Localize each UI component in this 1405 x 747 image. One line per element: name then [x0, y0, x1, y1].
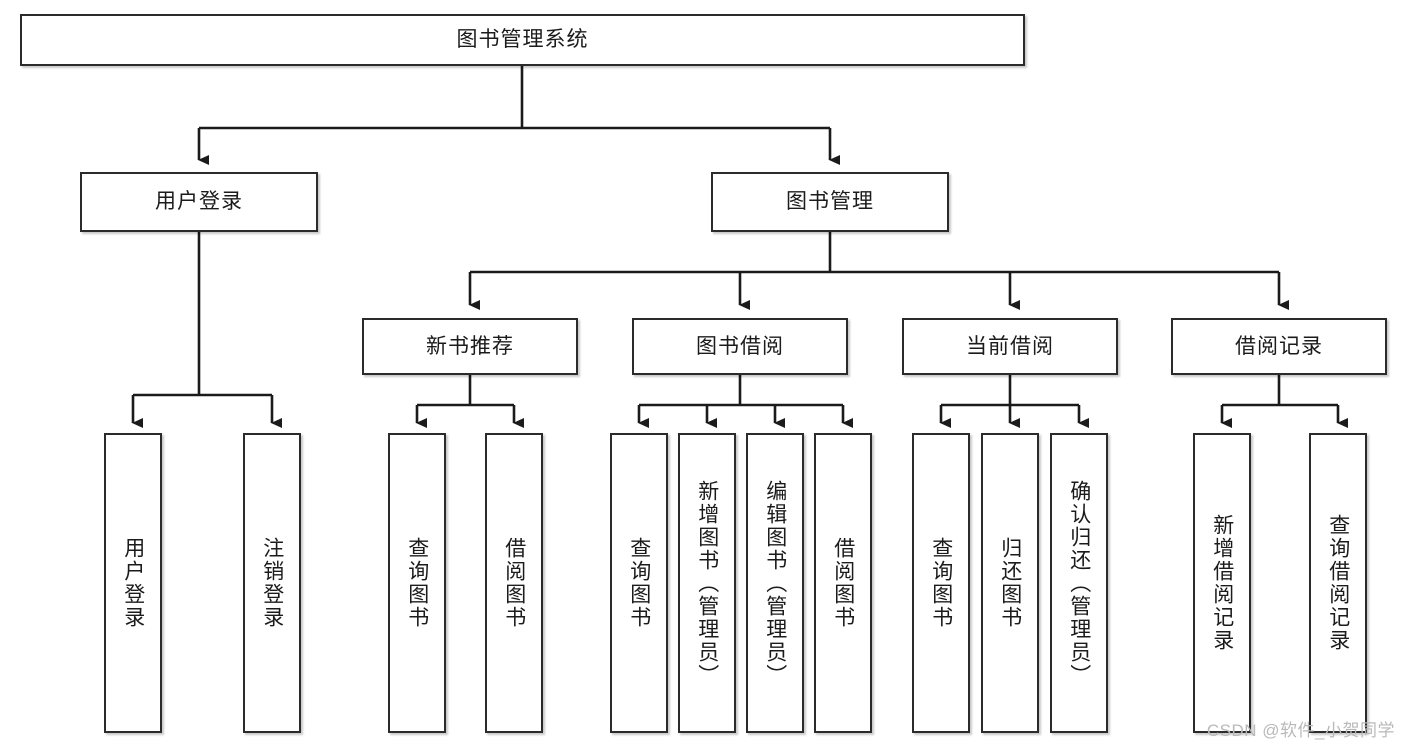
node-label: 当前借阅	[966, 334, 1054, 358]
node-label: 编辑图书（管理员）	[763, 479, 787, 687]
leaf-confirm-return[interactable]: 确认归还（管理员）	[1050, 433, 1108, 733]
node-current-borrow[interactable]: 当前借阅	[902, 318, 1118, 375]
node-book-management[interactable]: 图书管理	[711, 172, 949, 232]
node-label: 新增图书（管理员）	[695, 479, 719, 687]
node-label: 图书管理系统	[456, 28, 589, 52]
node-user-login[interactable]: 用户登录	[80, 172, 318, 232]
node-label: 用户登录	[121, 537, 145, 629]
node-label: 注销登录	[260, 537, 284, 629]
csdn-watermark: CSDN @软件_小贺同学	[1206, 721, 1395, 740]
leaf-add-record[interactable]: 新增借阅记录	[1193, 433, 1251, 733]
node-label: 查询图书	[627, 537, 651, 629]
node-label: 查询图书	[405, 537, 429, 629]
node-new-book-recommend[interactable]: 新书推荐	[362, 318, 578, 375]
node-label: 借阅图书	[831, 537, 855, 629]
node-label: 借阅记录	[1235, 334, 1323, 358]
leaf-query-record[interactable]: 查询借阅记录	[1309, 433, 1367, 733]
node-label: 确认归还（管理员）	[1067, 479, 1091, 687]
leaf-query-book-2[interactable]: 查询图书	[610, 433, 668, 733]
node-label: 图书借阅	[696, 334, 784, 358]
node-label: 图书管理	[786, 190, 874, 214]
node-label: 归还图书	[998, 537, 1022, 629]
node-borrow-record[interactable]: 借阅记录	[1171, 318, 1387, 375]
node-book-borrow[interactable]: 图书借阅	[632, 318, 848, 375]
leaf-user-logout[interactable]: 注销登录	[243, 433, 301, 733]
leaf-add-book[interactable]: 新增图书（管理员）	[678, 433, 736, 733]
node-label: 借阅图书	[502, 537, 526, 629]
leaf-borrow-book-2[interactable]: 借阅图书	[814, 433, 872, 733]
node-label: 新增借阅记录	[1210, 514, 1234, 652]
node-label: 用户登录	[155, 190, 243, 214]
leaf-query-book-1[interactable]: 查询图书	[388, 433, 446, 733]
leaf-query-book-3[interactable]: 查询图书	[912, 433, 970, 733]
node-label: 查询图书	[929, 537, 953, 629]
leaf-user-login[interactable]: 用户登录	[104, 433, 162, 733]
leaf-edit-book[interactable]: 编辑图书（管理员）	[746, 433, 804, 733]
node-root-system[interactable]: 图书管理系统	[20, 14, 1025, 66]
node-label: 查询借阅记录	[1326, 514, 1350, 652]
node-label: 新书推荐	[426, 334, 514, 358]
leaf-return-book[interactable]: 归还图书	[981, 433, 1039, 733]
leaf-borrow-book-1[interactable]: 借阅图书	[485, 433, 543, 733]
